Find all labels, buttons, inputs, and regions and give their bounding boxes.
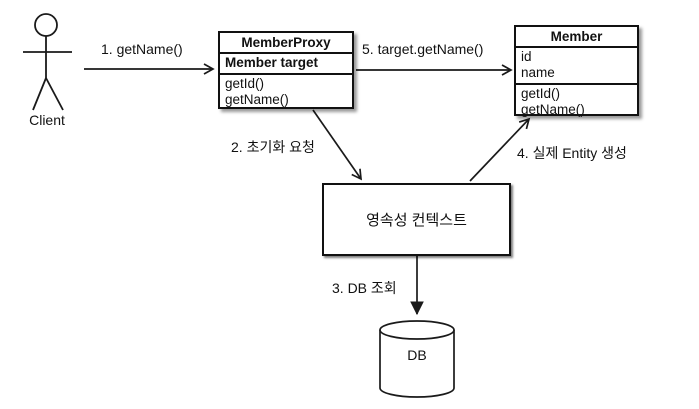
arrow-label-4: 4. 실제 Entity 생성 — [517, 145, 627, 161]
field-member-target: Member target — [225, 55, 319, 70]
method-getid: getId() — [225, 76, 265, 91]
db-cylinder-icon — [379, 320, 455, 398]
class-fields-member: id name — [516, 48, 637, 85]
arrow-label-3: 3. DB 조회 — [332, 280, 397, 296]
arrow-label-2: 2. 초기화 요청 — [231, 139, 315, 155]
actor-head — [34, 13, 58, 37]
actor-figure-icon — [23, 13, 72, 111]
field-name: name — [521, 65, 555, 80]
class-title-member-proxy: MemberProxy — [220, 33, 352, 54]
method-getname: getName() — [521, 102, 585, 117]
arrow-label-1: 1. getName() — [101, 41, 183, 57]
arrow-label-5: 5. target.getName() — [362, 41, 484, 57]
class-title-member: Member — [516, 27, 637, 48]
persistence-context-label: 영속성 컨텍스트 — [366, 212, 467, 229]
method-getid: getId() — [521, 86, 561, 101]
arrow-4-create-entity — [469, 117, 531, 182]
persistence-context-box: 영속성 컨텍스트 — [322, 183, 511, 256]
db-label: DB — [407, 347, 427, 363]
class-box-member: Member id name getId() getName() — [514, 25, 639, 117]
class-methods-member: getId() getName() — [516, 85, 637, 120]
field-id: id — [521, 49, 532, 64]
actor-leg-right — [45, 77, 64, 111]
method-getname: getName() — [225, 92, 289, 107]
class-box-member-proxy: MemberProxy Member target getId() getNam… — [218, 31, 354, 109]
actor-leg-left — [32, 77, 47, 111]
actor-label: Client — [29, 112, 65, 128]
class-fields-member-proxy: Member target — [220, 54, 352, 75]
db-cylinder-top — [379, 320, 455, 340]
class-methods-member-proxy: getId() getName() — [220, 75, 352, 110]
arrow-2-init-request — [312, 109, 362, 181]
